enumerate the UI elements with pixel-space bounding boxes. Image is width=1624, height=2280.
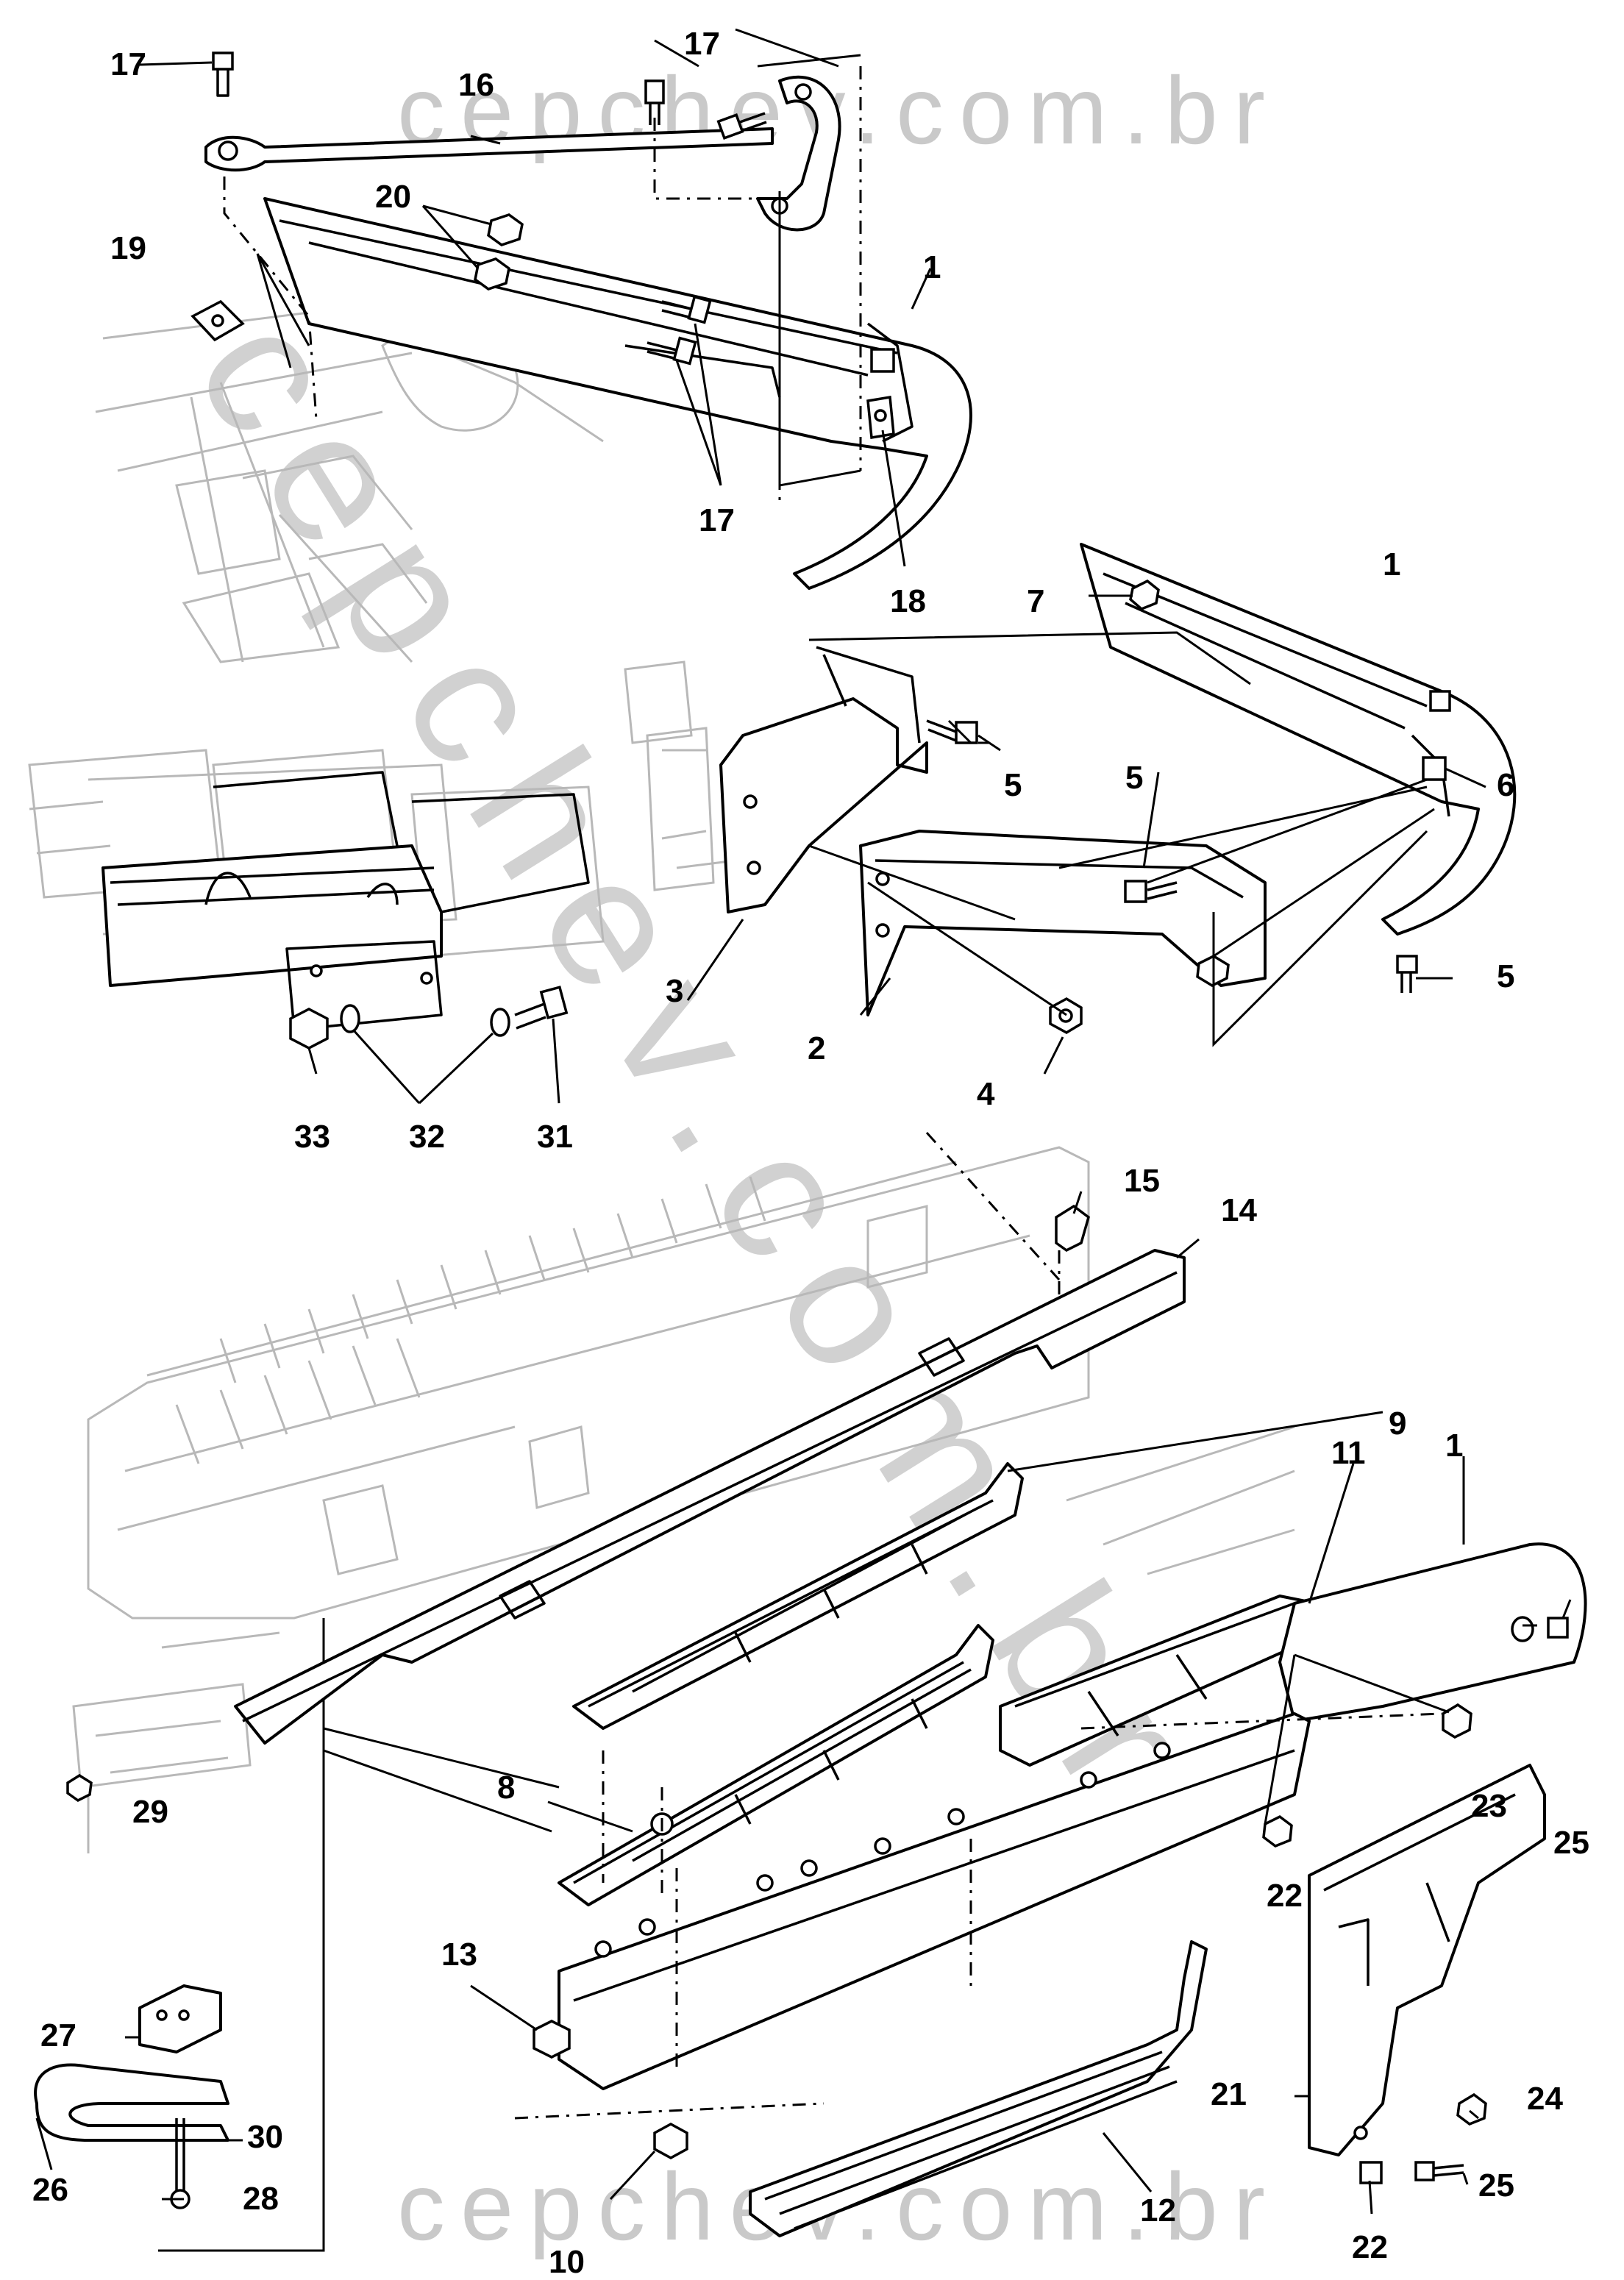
callout-11: 11 [1331,1435,1366,1471]
clip-nut-19 [190,299,245,342]
callout-1-bottom: 1 [1445,1428,1463,1464]
bolt-top-left [212,51,234,97]
callout-19: 19 [110,230,146,266]
callout-13: 13 [441,1937,477,1973]
hw-31-32-33 [289,986,569,1050]
callout-17-top-middle: 17 [684,26,720,62]
hw-middle-bolts [926,579,1418,1035]
detail-frame [158,1618,325,2252]
dashes-bottom [514,1131,1442,2120]
bolts-lower-top [647,295,712,366]
frame-context-bracket-detail [72,1631,280,1853]
bracket-2 [859,830,1267,1016]
step-pad-12 [749,1940,1208,2237]
callout-12: 12 [1140,2192,1176,2229]
watermark-diagonal: cepchev.com.br [158,279,1228,1823]
callout-5-middle: 5 [1125,760,1143,796]
detail-pointer [323,1727,560,1833]
callout-27: 27 [40,2017,76,2053]
bumper-pad-14 [234,1249,1186,1745]
callout-28: 28 [243,2181,279,2217]
step-pad-9 [572,1462,1024,1730]
callout-6: 6 [1497,767,1514,803]
leaders-top [139,28,932,567]
callout-29: 29 [132,1794,168,1830]
bracket-21 [1308,1764,1546,2156]
bracket-3 [719,646,928,913]
hw-bottom [66,1204,1569,2184]
callout-21: 21 [1211,2076,1247,2112]
callout-32: 32 [409,1119,445,1155]
callout-10: 10 [549,2244,585,2280]
callout-5-upper: 5 [1004,767,1022,803]
callout-15: 15 [1124,1163,1160,1199]
callout-16: 16 [458,67,494,103]
callout-8: 8 [497,1770,515,1806]
leaders-middle [307,594,1486,1105]
callout-30: 30 [247,2119,283,2155]
callout-2: 2 [808,1030,825,1066]
callout-20: 20 [375,179,411,215]
callout-14: 14 [1221,1192,1257,1228]
callout-1-top: 1 [923,249,941,285]
dashes-top [223,66,862,500]
callout-24: 24 [1527,2081,1563,2117]
hitch-detail [34,1984,229,2209]
callout-22-bottom: 22 [1352,2229,1388,2265]
callout-1-middle: 1 [1383,546,1400,583]
frame-context-rear [87,1146,1295,1620]
nuts-top [474,213,524,291]
brace-rod [204,127,774,172]
callout-4: 4 [977,1076,995,1112]
callout-3: 3 [666,973,683,1009]
callout-9: 9 [1389,1406,1406,1442]
callout-31: 31 [537,1119,573,1155]
callout-25-bottom: 25 [1478,2167,1514,2204]
callout-5-right: 5 [1497,958,1514,994]
rear-bumper-top [263,197,972,590]
callout-17-lower: 17 [699,502,735,538]
callout-17-top-left: 17 [110,46,146,82]
callout-23: 23 [1471,1788,1507,1824]
bracket-hook [756,75,841,232]
callout-25-top: 25 [1553,1825,1589,1861]
step-pad-8 [558,1624,994,1906]
clip-18 [866,395,895,440]
callout-22-top: 22 [1267,1878,1303,1914]
callout-26: 26 [32,2172,68,2208]
leaders-bottom [35,1191,1572,2215]
frame-mount-left [102,771,590,1031]
frame-context-middle [28,660,736,958]
callout-18: 18 [890,583,926,619]
bolt-top-middle [644,79,767,140]
callout-33: 33 [294,1119,330,1155]
callout-labels: 17 16 17 20 19 1 17 18 7 1 5 5 6 5 3 2 4… [32,26,1589,2280]
callout-7: 7 [1027,583,1044,619]
